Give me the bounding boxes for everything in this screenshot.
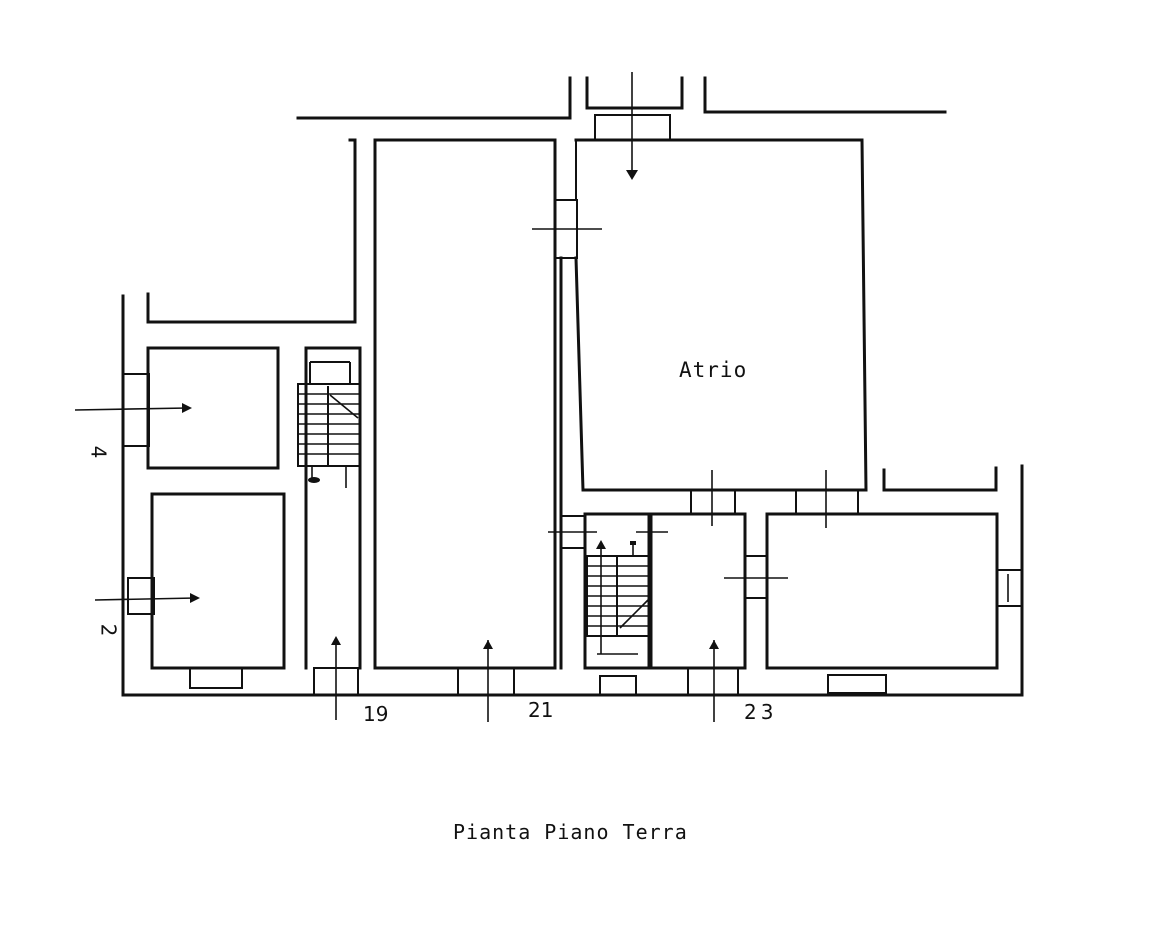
arrow-up-icon xyxy=(709,640,719,649)
entrance-number-2: 2 xyxy=(96,623,121,637)
entrance-number-21: 21 xyxy=(528,698,554,722)
entrance-number-4: 4 xyxy=(86,445,111,459)
staircase-right xyxy=(583,512,651,670)
arrow-up-icon xyxy=(331,636,341,645)
entrance-number-19: 19 xyxy=(363,702,389,726)
room-atrio xyxy=(574,138,868,492)
plan-caption: Pianta Piano Terra xyxy=(453,820,688,844)
arrow-right-icon xyxy=(182,403,192,413)
arrow-up-icon xyxy=(483,640,493,649)
top-walls xyxy=(296,76,947,120)
room-top-left xyxy=(146,138,357,324)
room-right xyxy=(765,512,999,670)
room-23 xyxy=(649,512,747,670)
entrance-number-23: 23 xyxy=(744,700,778,724)
arrow-down-icon xyxy=(626,170,638,180)
staircase-left xyxy=(297,346,362,670)
room-central-long xyxy=(373,138,557,670)
arrow-right-icon xyxy=(190,593,200,603)
room-label-atrio: Atrio xyxy=(679,358,748,382)
room-left-lower xyxy=(150,492,286,670)
